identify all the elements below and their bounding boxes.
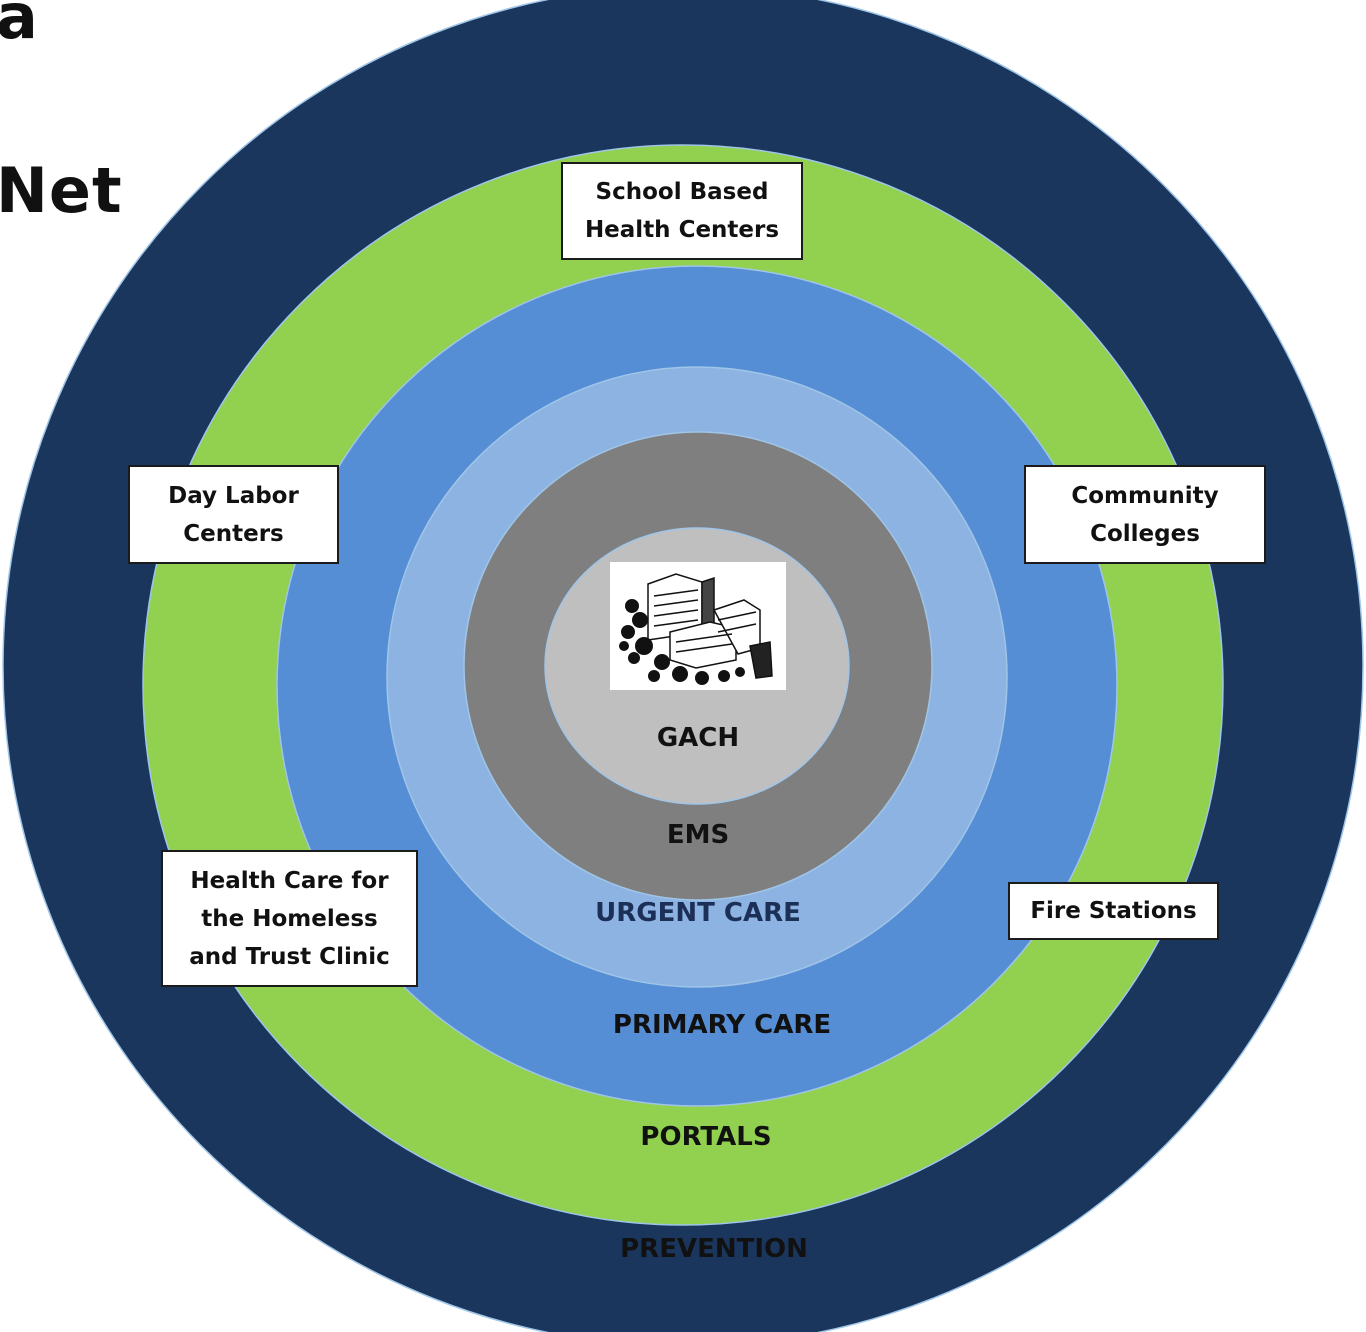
ring-label-primary-care: PRIMARY CARE (612, 1010, 832, 1040)
callout-community-colleges: Community Colleges (1024, 465, 1266, 564)
title-line-2: Net (0, 154, 123, 227)
hospital-building-icon (610, 562, 786, 690)
ring-label-gach: GACH (656, 723, 740, 753)
ring-label-urgent-care: URGENT CARE (595, 898, 801, 928)
callout-health-care-for-the-homeless: Health Care for the Homeless and Trust C… (161, 850, 418, 987)
callout-school-based-health-centers: School Based Health Centers (561, 162, 803, 260)
callout-day-labor-centers: Day Labor Centers (128, 465, 339, 564)
ring-label-prevention: PREVENTION (620, 1234, 808, 1264)
ring-label-portals: PORTALS (640, 1122, 772, 1152)
title-line-1: a (0, 0, 39, 53)
ring-label-ems: EMS (666, 820, 730, 850)
callout-fire-stations: Fire Stations (1008, 882, 1219, 940)
